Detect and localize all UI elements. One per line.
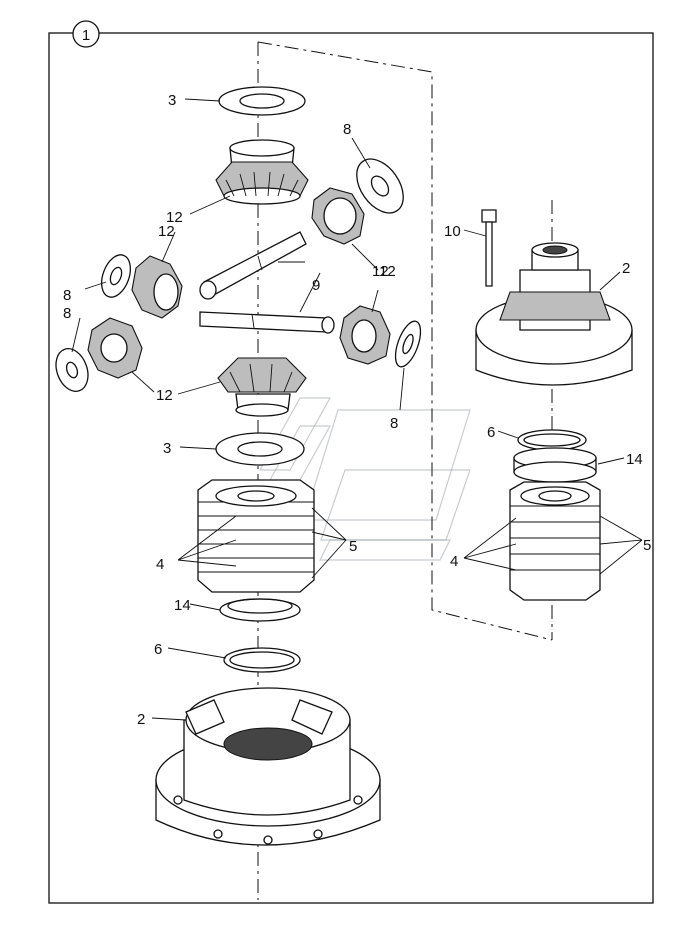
callout-8-top: 8 — [343, 121, 351, 138]
callout-12-lower: 12 — [156, 387, 173, 404]
figure-number: 1 — [82, 27, 90, 44]
callout-12-left: 12 — [158, 223, 175, 240]
differential-housing-lower — [155, 687, 381, 846]
pinion-washer-right — [394, 320, 422, 368]
callout-10: 10 — [444, 223, 461, 240]
callout-6-right: 6 — [487, 424, 495, 441]
callout-leader-lines — [71, 98, 643, 721]
callout-2-upper: 2 — [622, 260, 630, 277]
thrust-washer-top — [218, 86, 306, 116]
callout-12-right-top: 12 — [379, 263, 396, 280]
callout-12-right: 12 — [372, 263, 389, 280]
snap-ring-right — [517, 429, 587, 451]
differential-housing-upper — [475, 242, 633, 386]
callout-6-left: 6 — [154, 641, 162, 658]
callout-9: 9 — [312, 277, 320, 294]
side-gear-lower — [217, 357, 307, 417]
cross-shaft — [199, 231, 335, 334]
pinion-washer-top-right — [356, 158, 404, 214]
pinion-gear-upper — [311, 187, 365, 245]
side-gear-top — [215, 139, 309, 205]
pinion-gear-lower-left — [87, 317, 143, 379]
callout-8-lower-left: 8 — [63, 305, 71, 322]
callout-3-top: 3 — [168, 92, 176, 109]
snap-ring-left — [223, 647, 301, 673]
callout-14-left: 14 — [174, 597, 191, 614]
callout-14-right: 14 — [626, 451, 643, 468]
callout-12-top: 12 — [166, 209, 183, 226]
housing-bolt — [481, 209, 497, 287]
pinion-washer-lower-left — [55, 348, 89, 392]
callout-5-right: 5 — [643, 537, 651, 554]
callout-4-right: 4 — [450, 553, 458, 570]
callout-labels: 3 8 12 12 8 12 9 12 8 12 3 8 4 5 14 6 2 … — [63, 92, 651, 728]
pinion-gear-right — [339, 305, 391, 365]
clutch-disc-stack-left — [197, 479, 315, 593]
callout-3-lower: 3 — [163, 440, 171, 457]
callout-8-right: 8 — [390, 415, 398, 432]
thrust-washer-lower — [215, 432, 305, 466]
bearing-ring-left — [219, 598, 301, 622]
callout-5-left: 5 — [349, 538, 357, 555]
callout-2-lower: 2 — [137, 711, 145, 728]
housing-bolt-holes — [173, 795, 363, 845]
clutch-disc-stack-right — [509, 481, 601, 601]
figure-frame — [48, 32, 654, 904]
figure-number-badge — [72, 20, 100, 48]
callout-4-left: 4 — [156, 556, 164, 573]
pinion-washer-left — [101, 254, 131, 298]
callout-8-left: 8 — [63, 287, 71, 304]
bearing-ring-right — [513, 447, 597, 483]
pinion-gear-left — [131, 255, 183, 319]
